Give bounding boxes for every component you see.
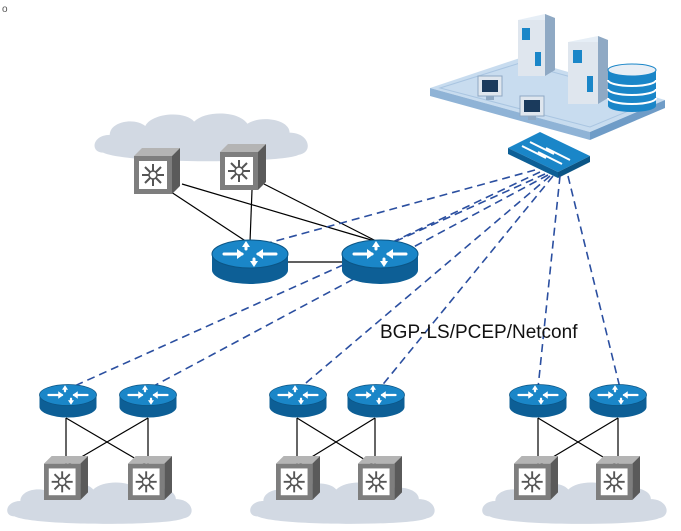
domain-right-router-2 [588,383,648,419]
core-cloud [94,113,308,162]
core-router-right [340,238,420,286]
protocol-label: BGP-LS/PCEP/Netconf [380,322,578,343]
core-optical-switch-right [220,144,266,190]
domain-right-optical-switch-1 [514,456,558,500]
physical-links [65,183,619,467]
domain-left-optical-switch-2 [128,456,172,500]
core-optical-switch-left [134,148,180,194]
lan-switch-icon [508,132,590,178]
server-icon [568,36,608,104]
monitor-icon [477,75,503,100]
domain-middle-router-1 [268,383,328,419]
domain-middle-router-2 [346,383,406,419]
sdn-controller [430,14,665,178]
control-links [69,169,621,389]
domain-left-optical-switch-1 [44,456,88,500]
domain-middle-optical-switch-1 [276,456,320,500]
monitor-icon [519,95,545,120]
server-icon [518,14,555,76]
domain-middle-optical-switch-2 [358,456,402,500]
domain-left-router-2 [118,383,178,419]
corner-mark: o [2,4,8,15]
core-router-left [210,238,290,286]
domain-right-optical-switch-2 [596,456,640,500]
database-icon [607,63,657,112]
domain-left-router-1 [38,383,98,419]
domain-right-router-1 [508,383,568,419]
